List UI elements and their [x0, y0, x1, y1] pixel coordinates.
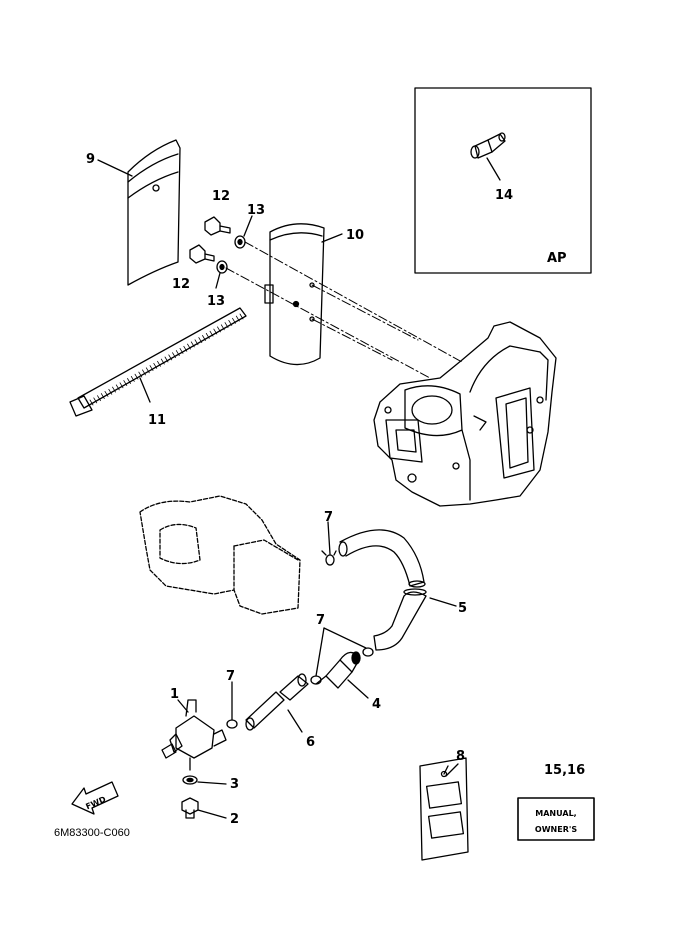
manual-label-line1: MANUAL,: [535, 809, 576, 818]
callout-12b: 12: [172, 277, 190, 292]
leader-6: [287, 709, 303, 733]
callout-4: 4: [372, 697, 381, 712]
part-7-clip-a: [321, 550, 337, 566]
callout-12a: 12: [212, 189, 230, 204]
leader-8: [445, 763, 459, 777]
leader-14: [486, 157, 501, 181]
callout-13a: 13: [247, 203, 265, 218]
leader-7b-1: [323, 627, 367, 649]
manual-label-line2: OWNER'S: [535, 825, 577, 834]
leader-13a: [243, 215, 253, 237]
part-6-hose-sections: [245, 673, 309, 731]
part-9-sheet: [127, 139, 181, 286]
part-14-fitting: [470, 132, 506, 159]
leader-5: [429, 597, 457, 607]
callout-7a: 7: [324, 510, 333, 525]
inset-box: [414, 87, 592, 274]
part-12-bolt-upper: [204, 216, 231, 236]
part-11-cable-tie: [69, 307, 247, 417]
part-13-washer-upper: [234, 235, 246, 249]
fwd-arrow-icon: [71, 781, 119, 815]
guide-lines: [225, 241, 463, 379]
callout-7b: 7: [316, 613, 325, 628]
callout-10: 10: [346, 228, 364, 243]
callout-8: 8: [456, 749, 465, 764]
leader-1: [177, 699, 189, 713]
callout-1: 1: [170, 687, 179, 702]
manual-box: [517, 797, 595, 841]
leader-7b-2: [315, 627, 325, 677]
leader-9: [97, 159, 133, 177]
callout-15-16: 15,16: [544, 763, 585, 778]
part-12-bolt-lower: [189, 244, 215, 264]
callout-13b: 13: [207, 294, 225, 309]
leader-10: [321, 233, 343, 243]
leader-4: [347, 679, 369, 699]
inset-label: AP: [547, 251, 567, 266]
leader-11: [139, 377, 151, 403]
part-3-washer: [182, 775, 198, 785]
part-5-hose: [338, 529, 427, 651]
leader-7a: [327, 521, 331, 555]
callout-2: 2: [230, 812, 239, 827]
fwd-label: FWD: [84, 794, 107, 811]
callout-6: 6: [306, 735, 315, 750]
part-7-clip-c: [226, 719, 238, 729]
callout-7c: 7: [226, 669, 235, 684]
leader-13b: [215, 272, 221, 289]
part-13-washer-lower: [216, 260, 228, 274]
part-10-cover: [264, 223, 325, 366]
diagram-code: 6M83300-C060: [54, 827, 130, 839]
callout-9: 9: [86, 152, 95, 167]
engine-block: [373, 321, 557, 507]
callout-11: 11: [148, 413, 166, 428]
callout-5: 5: [458, 601, 467, 616]
part-2-bolt: [181, 797, 199, 819]
part-8-sticker: [419, 757, 469, 861]
part-4-filter: [315, 651, 361, 689]
callout-14: 14: [495, 188, 513, 203]
leader-2: [197, 809, 227, 819]
callout-3: 3: [230, 777, 239, 792]
part-1-fuel-cock: [161, 699, 227, 771]
engine-outline-dashed: [139, 495, 301, 615]
leader-3: [197, 781, 227, 785]
